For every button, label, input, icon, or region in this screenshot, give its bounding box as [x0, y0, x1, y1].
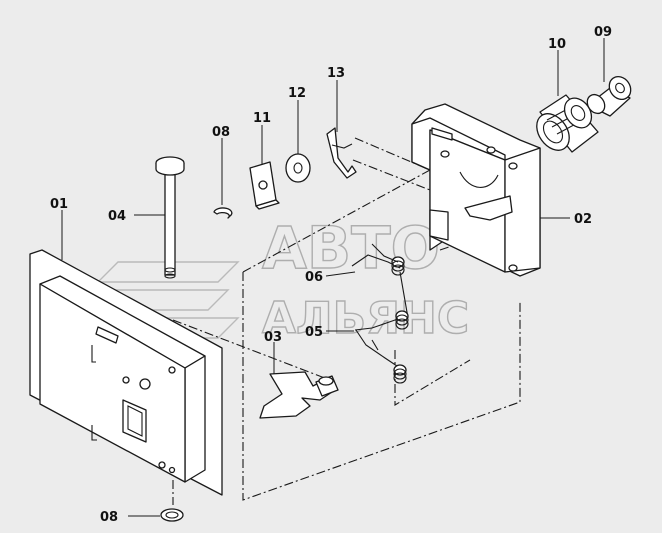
watermark-line-1: АВТО	[262, 214, 440, 282]
callout-12: 12	[288, 86, 306, 101]
watermark-line-2: АЛЬЯНС	[262, 293, 469, 344]
snap-ring-upper	[213, 207, 233, 219]
callout-09: 09	[594, 25, 612, 40]
callout-04: 04	[108, 209, 126, 224]
plunger	[586, 75, 632, 117]
callout-11: 11	[253, 111, 271, 126]
callout-06: 06	[305, 270, 323, 285]
callout-08-lower: 08	[100, 510, 118, 525]
mounting-plate	[29, 249, 223, 496]
bracket	[411, 103, 541, 277]
snap-ring-lower	[160, 508, 184, 522]
spring-lower	[354, 310, 409, 384]
housing	[536, 94, 599, 153]
pad	[249, 161, 280, 210]
spring-upper	[351, 243, 409, 319]
callout-labels: 01 02 03 04 05 06 08 08 09 10 11 12 13	[50, 25, 612, 525]
callout-leaders	[61, 38, 605, 517]
callout-13: 13	[327, 66, 345, 81]
callout-01: 01	[50, 197, 68, 212]
pin	[155, 156, 185, 279]
callout-02: 02	[574, 212, 592, 227]
clip	[326, 127, 357, 179]
callout-05: 05	[305, 325, 323, 340]
callout-08-upper: 08	[212, 125, 230, 140]
latch-lever	[259, 371, 339, 419]
washer	[285, 153, 311, 183]
callout-10: 10	[548, 37, 566, 52]
watermark: АВТО АЛЬЯНС	[86, 213, 470, 345]
callout-03: 03	[264, 330, 282, 345]
